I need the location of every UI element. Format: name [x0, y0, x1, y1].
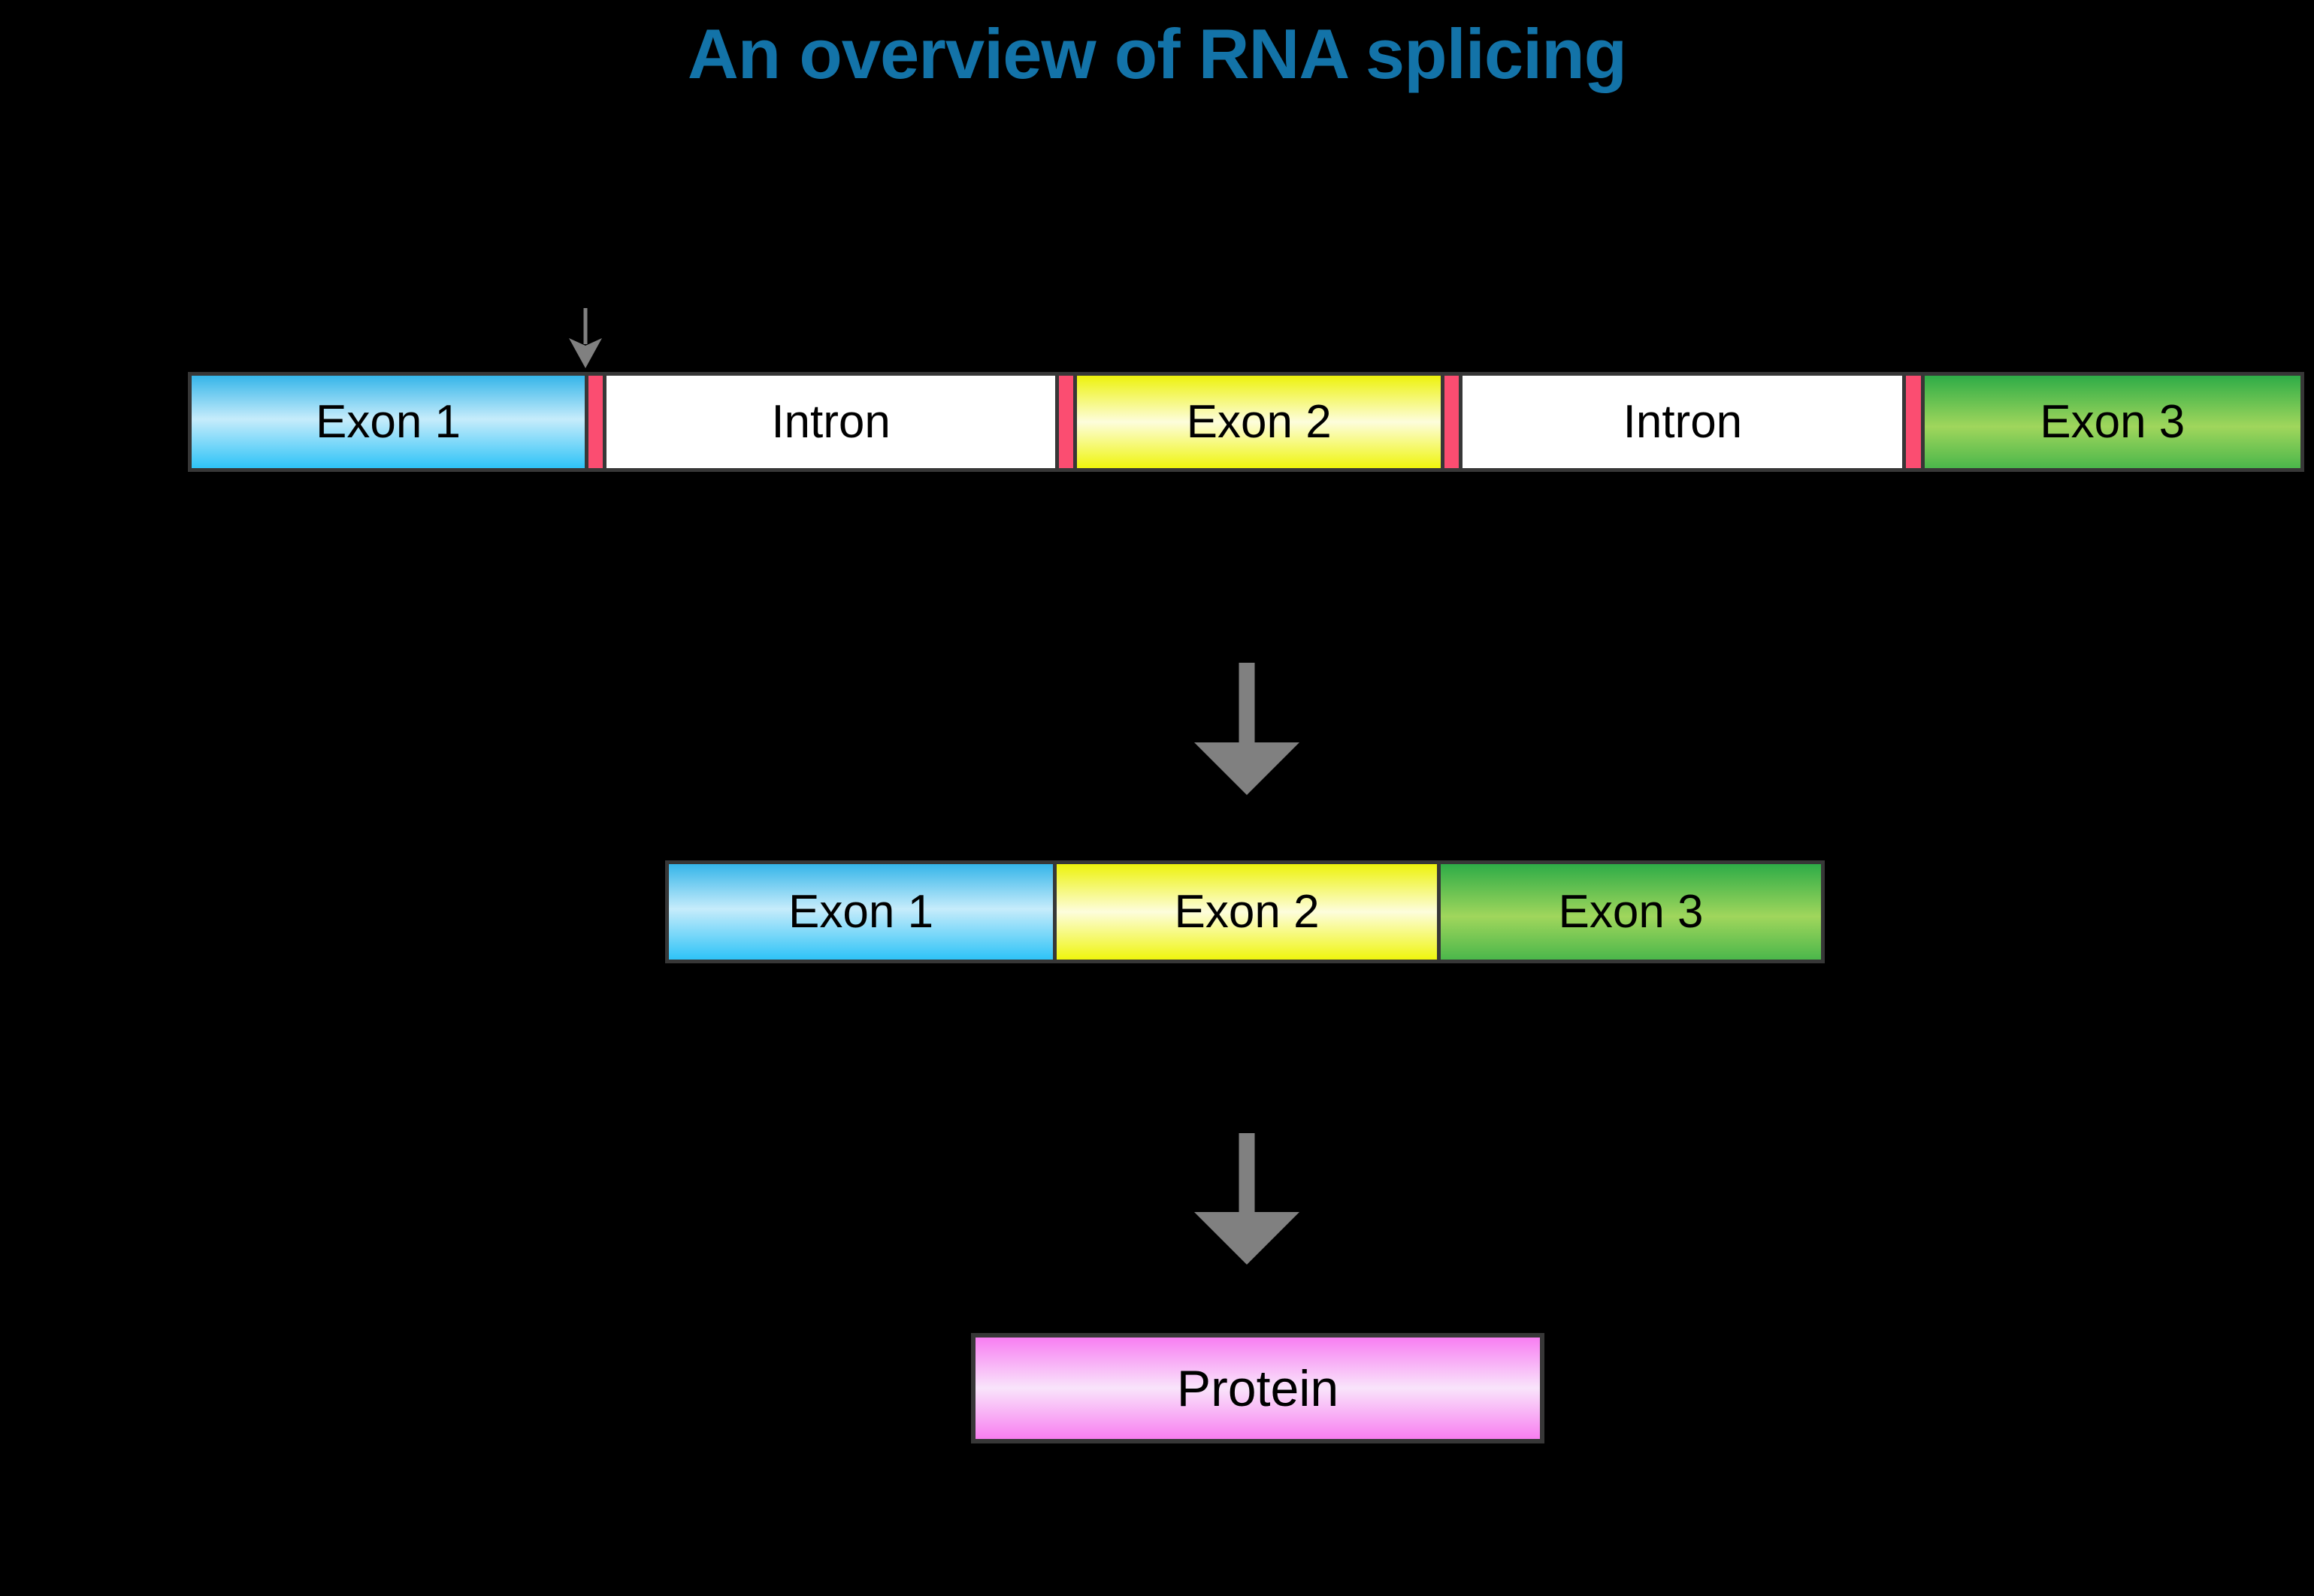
splice-junction: [1055, 376, 1074, 468]
mrna-exon-3: Exon 3: [1437, 864, 1821, 960]
splice-junction: [1902, 376, 1921, 468]
protein-box: Protein: [971, 1333, 1544, 1443]
pre-mrna-exon-2: Exon 2: [1073, 376, 1441, 468]
splice-junction: [1441, 376, 1459, 468]
diagram-title: An overview of RNA splicing: [687, 14, 1627, 93]
mrna-exon-1: Exon 1: [669, 864, 1054, 960]
pre-mrna-exon-1: Exon 1: [192, 376, 585, 468]
pre-mrna-exon-3: Exon 3: [1920, 376, 2300, 468]
protein-label: Protein: [1176, 1359, 1339, 1417]
splice-site-arrow-icon: [569, 308, 602, 368]
pre-mrna-intron-2: Intron: [1459, 376, 1903, 468]
pre-mrna-intron-1: Intron: [603, 376, 1056, 468]
mrna-exon-2: Exon 2: [1053, 864, 1438, 960]
splicing-arrow-icon: [1194, 663, 1299, 795]
splice-junction: [585, 376, 603, 468]
translation-arrow-icon: [1194, 1133, 1299, 1265]
